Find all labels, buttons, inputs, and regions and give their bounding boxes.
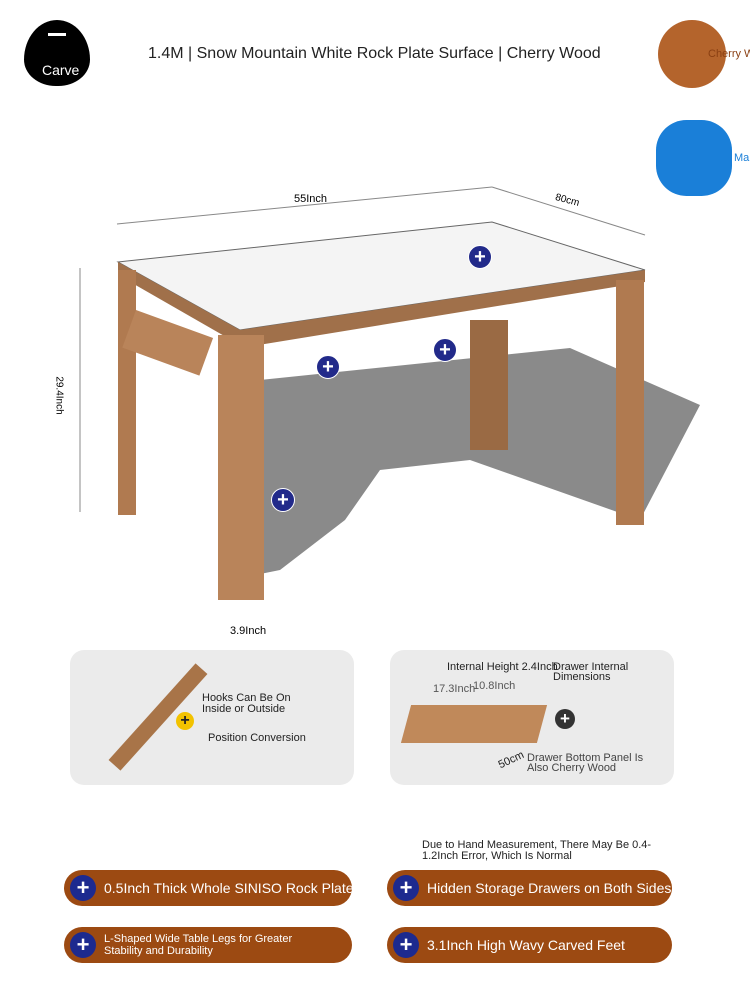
height-dimension: 29.4Inch [53,376,65,415]
plus-icon: + [393,932,419,958]
feature-label: L-Shaped Wide Table Legs for Greater Sta… [104,933,293,957]
plus-icon[interactable]: + [176,712,194,730]
drawer-title: Drawer Internal Dimensions [553,661,629,683]
feature-label: Hidden Storage Drawers on Both Sides [427,880,672,896]
leg-dimension: 3.9Inch [230,625,267,637]
hooks-card: + Hooks Can Be On Inside or Outside Posi… [70,650,354,785]
drawer-card: Internal Height 2.4Inch Drawer Internal … [390,650,674,785]
plus-icon: + [70,875,96,901]
feature-pill[interactable]: +3.1Inch High Wavy Carved Feet [387,927,672,963]
feature-label: 3.1Inch High Wavy Carved Feet [427,937,625,953]
badge-label: Carve [42,62,80,78]
drawer-depth: 50cm [496,748,526,772]
hotspot-plus-icon[interactable]: + [433,338,457,362]
swatch-label: Cherry Wood [708,48,750,60]
length-dimension: 55Inch [294,193,328,205]
measurement-note: Due to Hand Measurement, There May Be 0.… [422,839,652,862]
hotspot-plus-icon[interactable]: + [468,245,492,269]
hotspot-plus-icon[interactable]: + [271,488,295,512]
feature-pill[interactable]: + L-Shaped Wide Table Legs for Greater St… [64,927,352,963]
hotspot-plus-icon[interactable]: + [316,355,340,379]
plus-icon[interactable]: + [555,709,575,729]
feature-pill[interactable]: +0.5Inch Thick Whole SINISO Rock Plate [64,870,352,906]
blue-swatch[interactable]: Ma [656,120,749,196]
plus-icon: + [70,932,96,958]
drawer-width: 17.3Inch [433,683,476,695]
drawer-image [400,705,548,743]
drawer-bottom: Drawer Bottom Panel Is Also Cherry Wood [527,752,644,774]
feature-label: 0.5Inch Thick Whole SINISO Rock Plate [104,880,352,896]
page-title: 1.4M | Snow Mountain White Rock Plate Su… [148,45,601,62]
cherry-wood-swatch[interactable]: Cherry Wood [658,20,750,88]
hooks-title: Hooks Can Be On Inside or Outside [202,692,291,715]
swatch-label: Ma [734,152,750,164]
plus-icon: + [393,875,419,901]
carve-badge: Carve [24,20,90,86]
drawer-width2: 10.8Inch [473,680,516,692]
feature-pill[interactable]: + Hidden Storage Drawers on Both Sides [387,870,672,906]
table-illustration [79,186,700,600]
hooks-sub: Position Conversion [208,732,306,744]
internal-height: Internal Height 2.4Inch [447,661,558,673]
